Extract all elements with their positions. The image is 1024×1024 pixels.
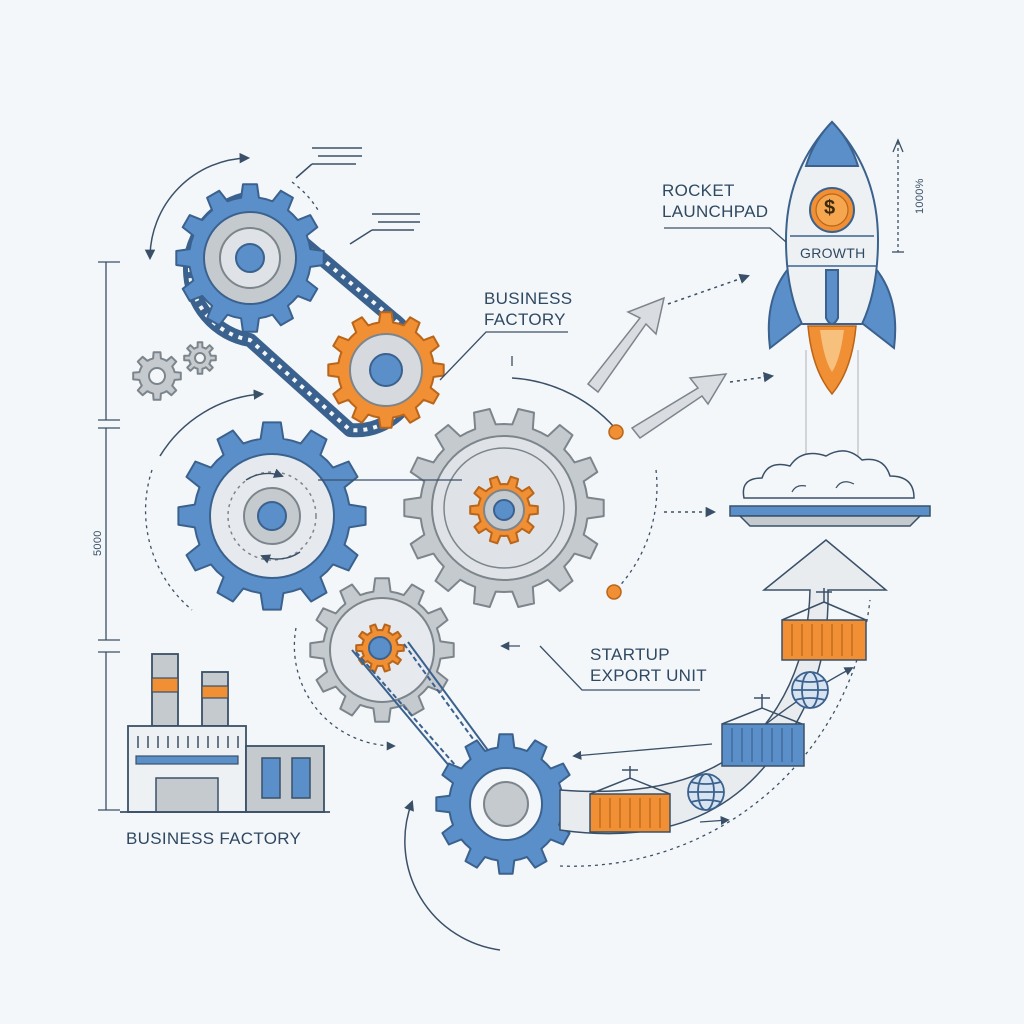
arc-center-top: [511, 377, 621, 435]
label-startup-line: STARTUP: [590, 645, 670, 664]
label-dimension-left: 5000: [92, 530, 104, 556]
dashed-arrow-to-rocket-upper: [667, 273, 750, 305]
node-dot-orange-2: [606, 584, 622, 600]
label-business-factory-bottom: BUSINESS FACTORY: [126, 829, 302, 848]
arrow-growth-upper: [586, 296, 666, 394]
label-business-line: BUSINESS: [484, 289, 573, 308]
label-rocket-launchpad: ROCKET LAUNCHPAD: [662, 180, 768, 222]
container-orange-top-icon: [781, 588, 867, 661]
dashed-arrow-to-rocket-lower: [729, 371, 775, 383]
dimension-guide-left: [98, 261, 120, 811]
label-startup-export-unit: STARTUP EXPORT UNIT: [590, 644, 707, 686]
growth-indicator-arrow: [892, 138, 904, 253]
arrow-growth-lower: [630, 373, 728, 440]
gear-blue-top-hub: [203, 211, 297, 305]
arrow-into-swoosh: [572, 743, 713, 760]
leader-startup-export: [539, 645, 700, 691]
arc-dashed-mid-left: [144, 469, 193, 611]
smoke-cloud: [742, 450, 915, 499]
container-blue-icon: [721, 694, 805, 767]
small-gear-gray-1-hub: [148, 367, 166, 385]
label-dimension-right: 1000%: [914, 178, 926, 214]
label-business-factory-top: BUSINESS FACTORY: [484, 288, 572, 330]
gear-orange-center-hub: [483, 489, 525, 531]
gear-orange-small-hub: [368, 636, 392, 660]
small-gear-gray-2-hub: [194, 352, 206, 364]
launchpad-platform: [729, 350, 931, 527]
arc-arrow-bottom: [404, 800, 501, 951]
arc-dashed-center-right: [611, 469, 658, 595]
container-orange-bottom-icon: [589, 766, 671, 833]
arc-arrow-mid-left-top: [159, 389, 265, 457]
label-rocket-currency: $: [824, 197, 836, 219]
speed-lines-top: [295, 147, 420, 245]
label-factory-line: FACTORY: [484, 310, 566, 329]
globe-icon-lower: [687, 773, 725, 811]
gear-orange-top-hub: [349, 333, 423, 407]
gear-blue-large-hub: [209, 453, 335, 579]
globe-icon-upper: [791, 671, 829, 709]
rocket-icon: [767, 120, 897, 396]
arc-dashed-top: [291, 181, 319, 211]
leader-business-factory-top: [439, 331, 568, 381]
factory-icon: [120, 653, 330, 813]
arc-arrow-top-left: [144, 152, 251, 261]
label-rocket-line: ROCKET: [662, 181, 735, 200]
arc-dashed-bottom-right: [559, 599, 871, 867]
arrow-swoosh-lower: [699, 815, 730, 826]
label-growth: GROWTH: [800, 245, 866, 261]
arc-dashed-lower: [293, 627, 396, 751]
label-export-unit-line: EXPORT UNIT: [590, 666, 707, 685]
label-launchpad-line: LAUNCHPAD: [662, 202, 769, 221]
leader-rocket-launchpad: [664, 227, 787, 243]
gear-blue-bottom-hub: [469, 767, 543, 841]
node-dot-orange-1: [608, 424, 624, 440]
